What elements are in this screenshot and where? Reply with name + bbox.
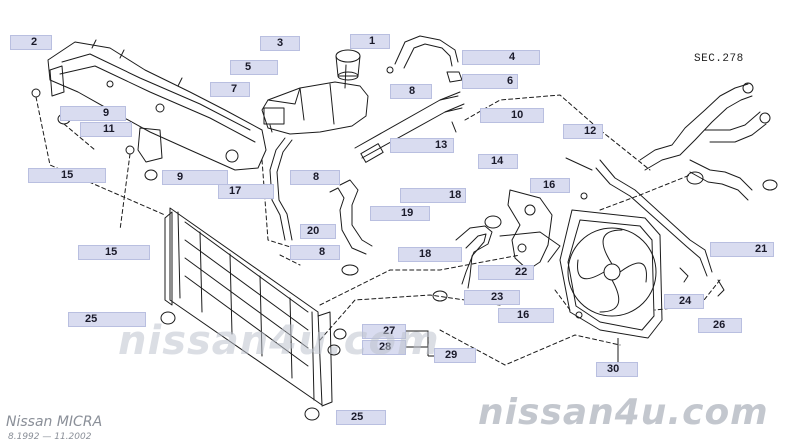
callout-2[interactable]: 2 xyxy=(10,35,52,50)
reservoir-cap xyxy=(335,49,361,81)
callout-12[interactable]: 12 xyxy=(563,124,603,139)
callout-18-upper[interactable]: 18 xyxy=(400,188,466,203)
callout-16-upper[interactable]: 16 xyxy=(530,178,570,193)
callout-8-upper[interactable]: 8 xyxy=(390,84,432,99)
callout-5[interactable]: 5 xyxy=(230,60,278,75)
callout-4[interactable]: 4 xyxy=(462,50,540,65)
callout-15-lower[interactable]: 15 xyxy=(78,245,150,260)
callout-24[interactable]: 24 xyxy=(664,294,704,309)
callout-9-lower[interactable]: 9 xyxy=(162,170,228,185)
callout-25-lower[interactable]: 25 xyxy=(336,410,386,425)
callout-3[interactable]: 3 xyxy=(260,36,300,51)
callout-28[interactable]: 28 xyxy=(362,340,406,355)
callout-17[interactable]: 17 xyxy=(218,184,274,199)
radiator xyxy=(164,207,333,407)
fan-shroud xyxy=(559,209,663,339)
callout-10[interactable]: 10 xyxy=(480,108,544,123)
upper-hose xyxy=(386,35,463,83)
long-pipe xyxy=(354,91,465,163)
callout-14[interactable]: 14 xyxy=(478,154,518,169)
callout-7[interactable]: 7 xyxy=(210,82,250,97)
callout-8-lower[interactable]: 8 xyxy=(290,245,340,260)
callout-13[interactable]: 13 xyxy=(390,138,454,153)
callout-21[interactable]: 21 xyxy=(710,242,774,257)
watermark-center: nissan4u.com xyxy=(118,318,440,364)
callout-15-upper[interactable]: 15 xyxy=(28,168,106,183)
watermark-corner: nissan4u.com xyxy=(478,392,769,433)
callout-11[interactable]: 11 xyxy=(80,122,132,137)
callout-22[interactable]: 22 xyxy=(478,265,534,280)
callout-8-middle[interactable]: 8 xyxy=(290,170,340,185)
lower-hose-22 xyxy=(432,215,502,302)
callout-25-upper[interactable]: 25 xyxy=(68,312,146,327)
callout-29[interactable]: 29 xyxy=(434,348,476,363)
callout-19[interactable]: 19 xyxy=(370,206,430,221)
callout-27[interactable]: 27 xyxy=(362,324,406,339)
callout-1[interactable]: 1 xyxy=(350,34,390,49)
callout-26[interactable]: 26 xyxy=(698,318,742,333)
section-reference[interactable]: SEC.278 xyxy=(694,53,744,65)
model-years: 8.1992 — 11.2002 xyxy=(8,432,92,442)
callout-6[interactable]: 6 xyxy=(462,74,518,89)
pipe-21 xyxy=(565,157,713,277)
callout-16-lower[interactable]: 16 xyxy=(498,308,554,323)
callout-23[interactable]: 23 xyxy=(464,290,520,305)
heater-hoses xyxy=(639,82,778,201)
small-fittings xyxy=(160,121,725,421)
callout-18-lower[interactable]: 18 xyxy=(398,247,462,262)
callout-30[interactable]: 30 xyxy=(596,362,638,377)
core-support-bracket xyxy=(47,39,267,171)
callout-20[interactable]: 20 xyxy=(300,224,336,239)
lower-hose-19 xyxy=(329,179,373,276)
callout-9-upper[interactable]: 9 xyxy=(60,106,126,121)
model-name: Nissan MICRA xyxy=(6,414,103,430)
